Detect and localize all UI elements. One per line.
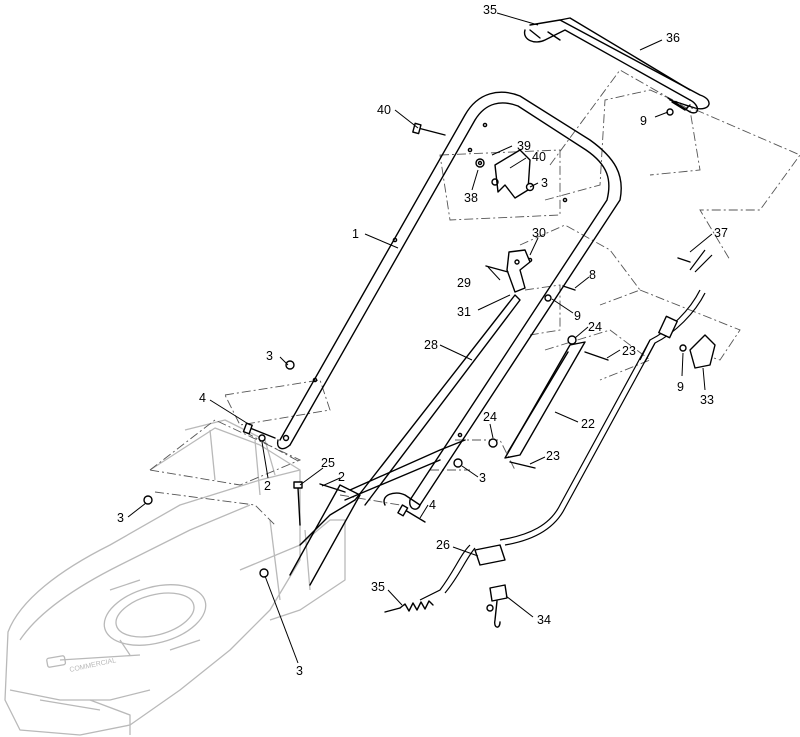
callout-2b: 2 <box>338 470 345 484</box>
callout-35: 35 <box>371 580 385 594</box>
nut-icon <box>285 360 295 370</box>
callout-23b: 23 <box>546 449 560 463</box>
deck-brand-text: COMMERCIAL <box>69 657 117 674</box>
brand-badge-icon <box>46 655 67 668</box>
callout-23a: 23 <box>622 344 636 358</box>
callout-32: 36 <box>666 31 680 45</box>
callout-39: 39 <box>517 139 531 153</box>
cable-connector-icon <box>658 315 678 339</box>
bolt-37 <box>417 127 446 136</box>
callout-36: 37 <box>714 226 728 240</box>
operator-bail <box>523 17 710 114</box>
callout-31: 35 <box>483 3 497 17</box>
handle-hole-icon <box>282 434 290 442</box>
callout-9b: 9 <box>574 309 581 323</box>
callout-9: 9 <box>640 114 647 128</box>
link-bar-22 <box>504 341 586 459</box>
callout-33: 33 <box>700 393 714 407</box>
callout-29: 30 <box>532 226 546 240</box>
callout-24a: 24 <box>588 320 602 334</box>
bracket-29 <box>506 249 531 293</box>
mower-deck-ghost: COMMERCIAL <box>4 419 346 736</box>
cable-guide-33 <box>679 334 716 369</box>
callout-3a: 3 <box>266 349 273 363</box>
callout-3c: 3 <box>479 471 486 485</box>
callout-4b: 4 <box>429 498 436 512</box>
callout-34: 34 <box>537 613 551 627</box>
cable-clamp-26 <box>474 544 506 566</box>
upper-handle <box>276 91 622 510</box>
callout-40: 40 <box>532 150 546 164</box>
callout-9c: 9 <box>677 380 684 394</box>
callout-2a: 2 <box>264 479 271 493</box>
leader-lines <box>127 12 713 664</box>
callout-3: 3 <box>541 176 548 190</box>
callout-24b: 24 <box>483 410 497 424</box>
callout-1: 1 <box>352 227 359 241</box>
control-cable <box>419 249 713 601</box>
callout-38: 38 <box>464 191 478 205</box>
callout-28: 29 <box>457 276 471 290</box>
bracket-assembly-40 <box>475 149 531 199</box>
callout-37: 40 <box>377 103 391 117</box>
callout-30: 31 <box>457 305 471 319</box>
control-rod <box>354 294 521 506</box>
callout-8: 8 <box>589 268 596 282</box>
callout-4a: 4 <box>199 391 206 405</box>
callout-labels: 35 36 9 40 39 40 3 38 1 30 29 8 31 9 24 … <box>117 3 728 678</box>
callout-25: 25 <box>321 456 335 470</box>
callout-26: 26 <box>436 538 450 552</box>
cable-connector-34 <box>486 584 508 628</box>
spring-35 <box>384 600 434 613</box>
callout-22: 22 <box>581 417 595 431</box>
callout-3d: 3 <box>296 664 303 678</box>
callout-3b: 3 <box>117 511 124 525</box>
hardware <box>143 108 691 578</box>
callout-27: 28 <box>424 338 438 352</box>
lower-handle-arms <box>289 439 466 586</box>
